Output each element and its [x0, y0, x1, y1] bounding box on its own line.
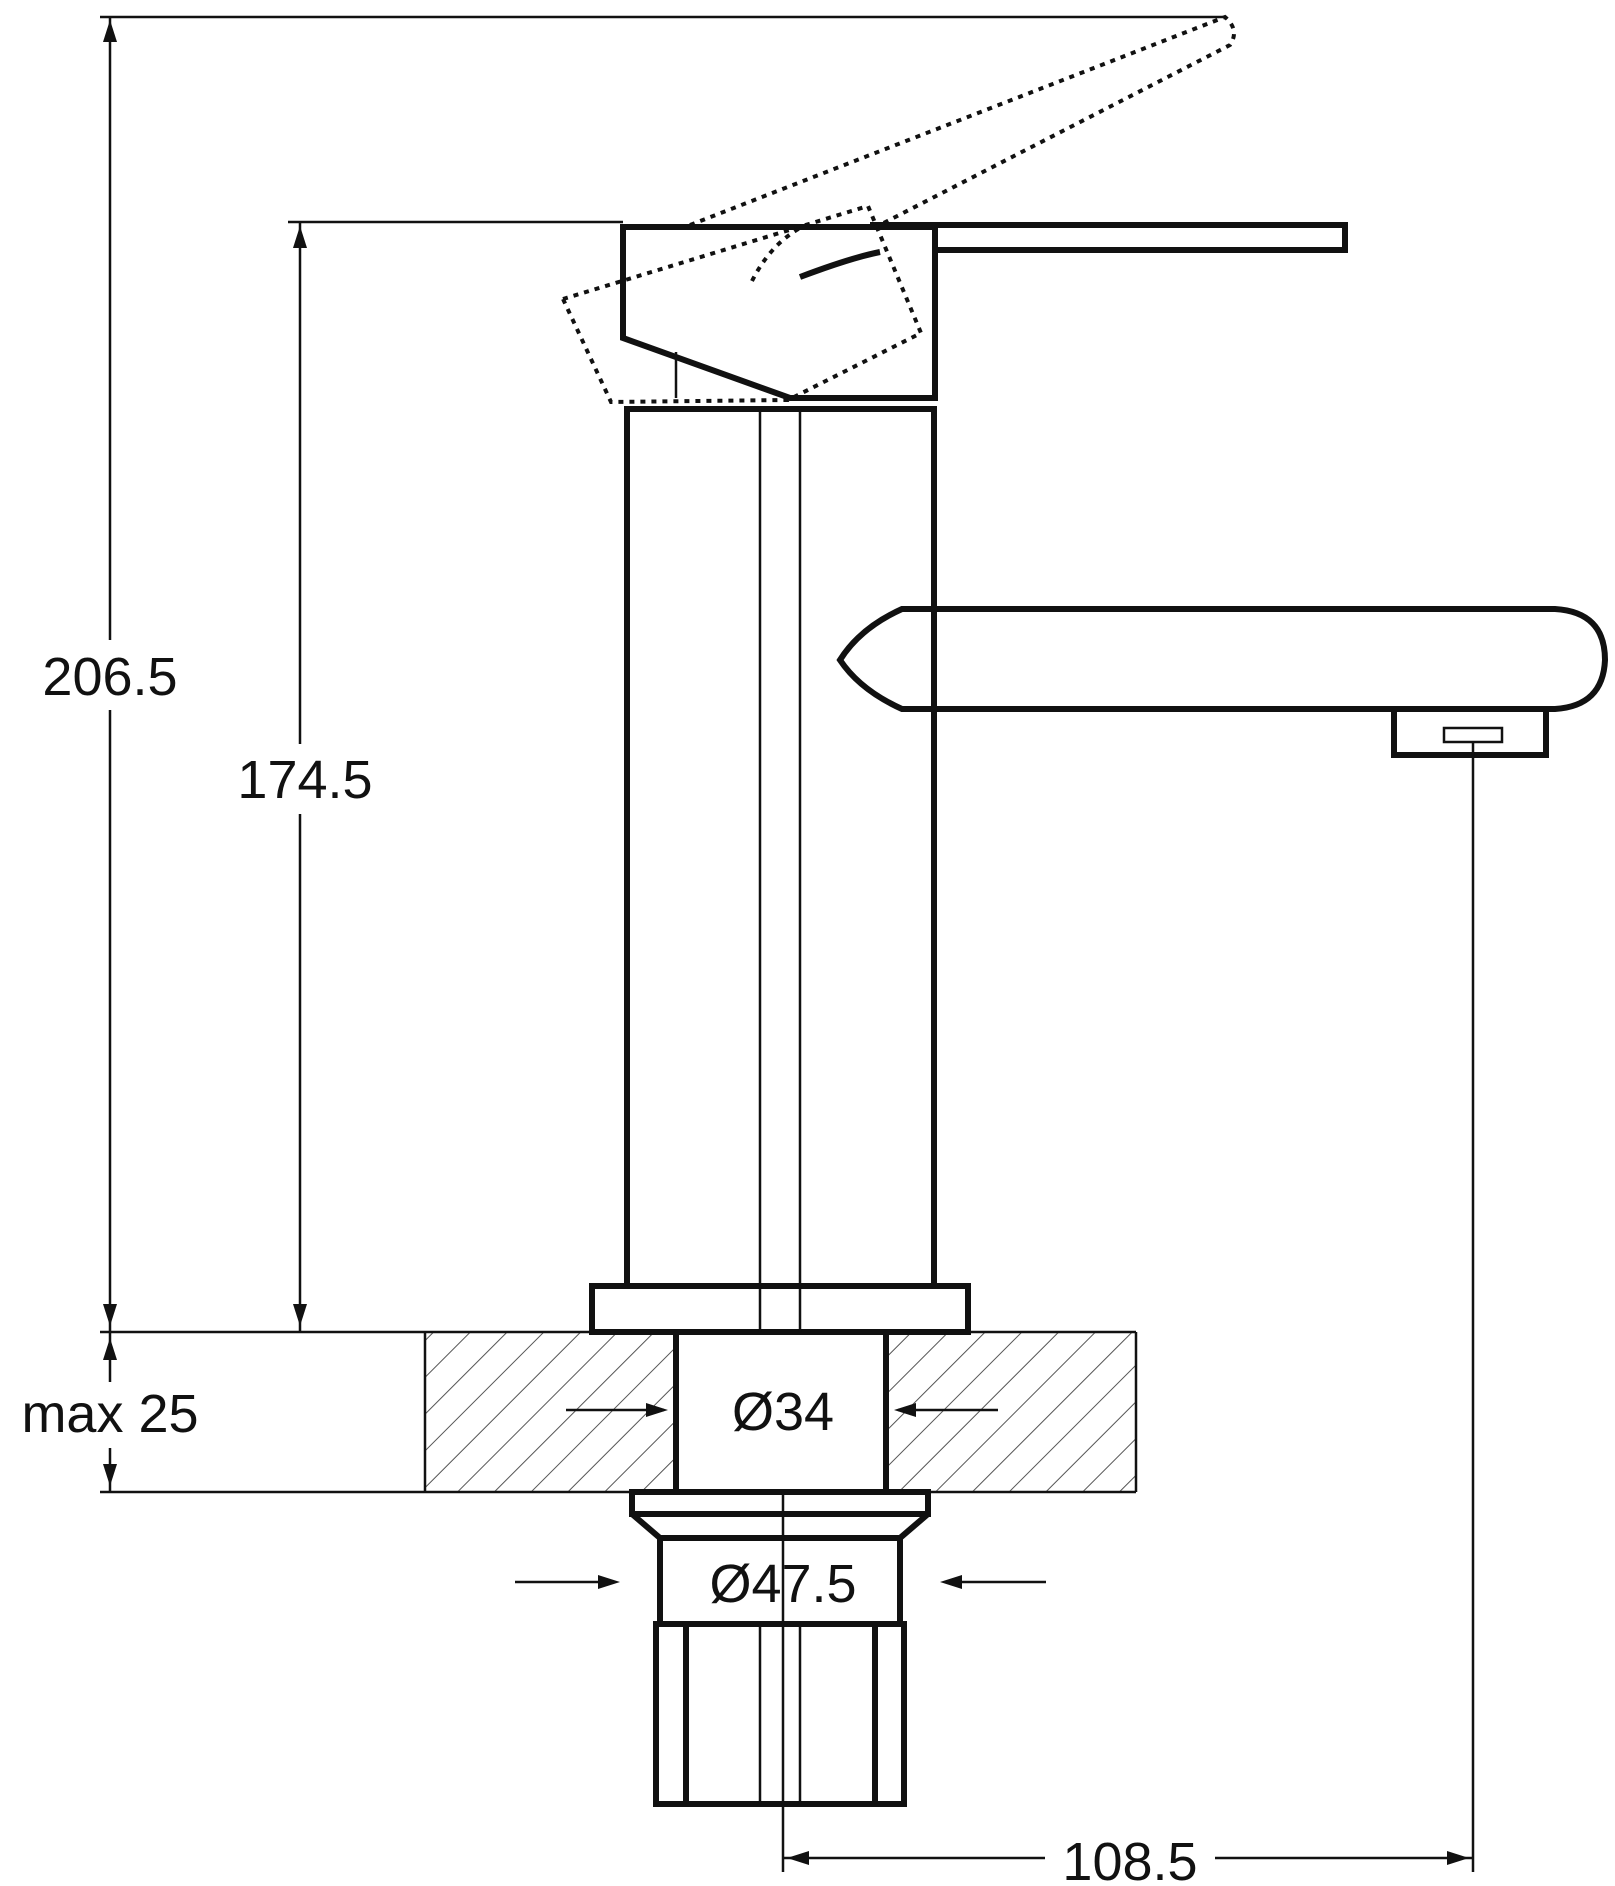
countertop-left-hatch — [425, 1332, 673, 1492]
total-height-dimension: 206.5 — [24, 15, 1225, 1332]
total-height-arrow-bottom — [103, 1304, 117, 1326]
handle-head — [620, 224, 938, 401]
body-cylinder — [624, 406, 937, 1289]
hole-dim-left-arrow — [646, 1403, 668, 1417]
deck-thickness-label: max 25 — [21, 1384, 198, 1444]
hole-dim-right-arrow — [894, 1403, 916, 1417]
lever-curve — [798, 249, 881, 280]
hole-diameter-label: Ø34 — [732, 1382, 834, 1442]
lever-raised-curve — [750, 226, 801, 282]
spout-reach-label-bg — [1045, 1826, 1215, 1886]
deck-thickness-label-bg — [4, 1382, 216, 1448]
nut-dim-right-arrow — [940, 1575, 962, 1589]
deck-thickness-arrow-top — [103, 1338, 117, 1360]
deck-thickness-dimension: max 25 — [4, 1332, 216, 1492]
countertop-right-hatch — [889, 1332, 1136, 1492]
total-height-label: 206.5 — [42, 647, 177, 707]
countertop-section — [100, 1330, 1138, 1494]
lever-raised-outline — [560, 203, 924, 405]
total-height-arrow-top — [103, 20, 117, 42]
spout — [836, 606, 1609, 712]
body-height-label-bg — [220, 744, 390, 814]
nut-flange — [629, 1489, 931, 1517]
spout-reach-dimension: 108.5 — [783, 1826, 1473, 1886]
mounting-nut: Ø47.5 — [515, 1489, 1046, 1872]
base-collar — [589, 1283, 971, 1335]
nut-taper — [630, 1511, 930, 1541]
body-height-label: 174.5 — [237, 750, 372, 810]
lever-handle — [870, 222, 1348, 253]
nut-dim-left-arrow — [598, 1575, 620, 1589]
body-height-dimension: 174.5 — [220, 220, 623, 1332]
body-height-arrow-bottom — [293, 1304, 307, 1326]
spout-reach-arrow-right — [1447, 1851, 1469, 1865]
lever-raised-arm — [689, 14, 1236, 232]
deck-thickness-arrow-bottom — [103, 1464, 117, 1486]
aerator-outlet — [1442, 726, 1504, 744]
faucet-body — [560, 14, 1609, 1872]
body-height-arrow-top — [293, 226, 307, 248]
total-height-label-bg — [24, 640, 194, 710]
spout-reach-arrow-left — [787, 1851, 809, 1865]
shank-body — [653, 1621, 907, 1807]
aerator-housing — [1391, 706, 1549, 758]
spout-reach-label: 108.5 — [1062, 1832, 1197, 1886]
